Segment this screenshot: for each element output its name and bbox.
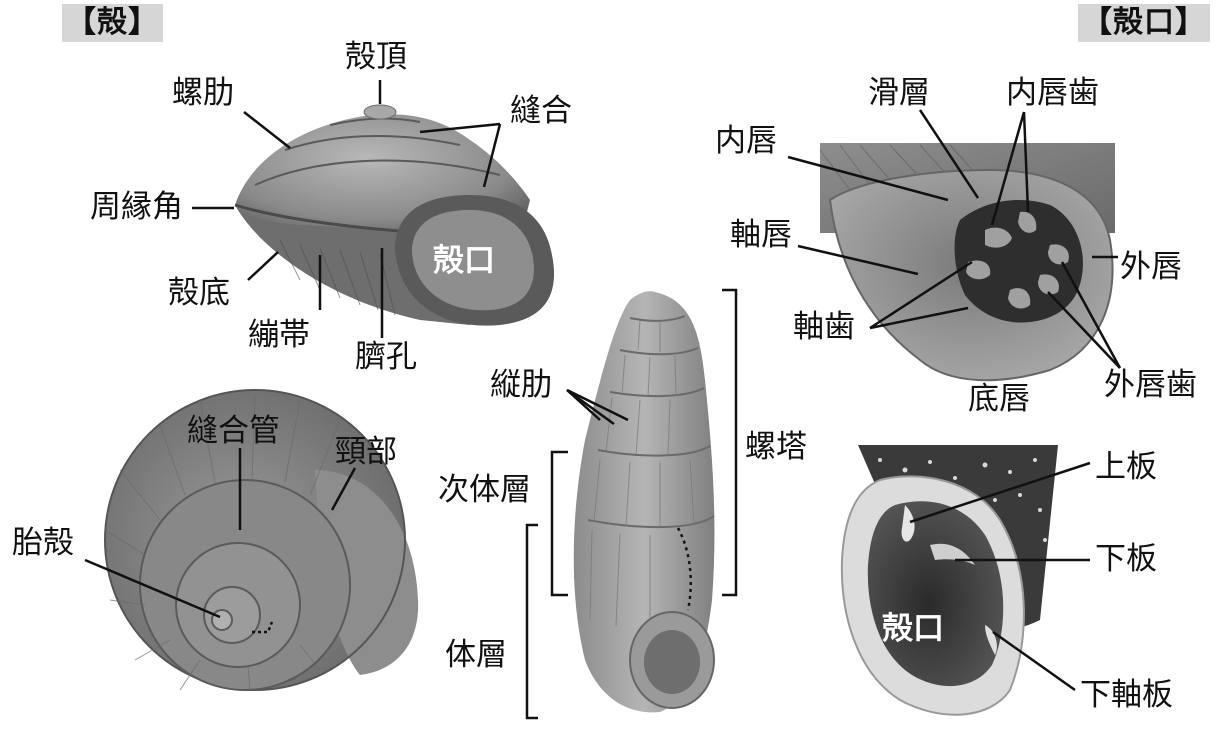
label-outer-lip: 外唇 bbox=[1120, 250, 1182, 284]
label-suture: 縫合 bbox=[510, 94, 572, 128]
label-axial-rib: 縦肋 bbox=[490, 368, 552, 402]
spire-shell-photo bbox=[574, 291, 715, 712]
label-lower-lamella: 下板 bbox=[1095, 542, 1157, 576]
label-outer-lip-tooth: 外唇歯 bbox=[1104, 368, 1197, 402]
label-periphery-angle: 周縁角 bbox=[90, 190, 183, 224]
clausiliid-aperture-photo bbox=[842, 445, 1058, 715]
label-suture-tube: 縫合管 bbox=[187, 414, 280, 448]
label-umbilicus: 臍孔 bbox=[355, 340, 417, 374]
label-inner-lip: 内唇 bbox=[715, 124, 777, 158]
shell-section-header: 【殻】 bbox=[62, 4, 163, 42]
label-protoconch: 胎殻 bbox=[12, 526, 74, 560]
label-upper-lamella: 上板 bbox=[1095, 450, 1157, 484]
shell-top-view-photo bbox=[235, 105, 554, 326]
label-shell-base: 殻底 bbox=[168, 276, 230, 310]
label-penultimate-whorl: 次体層 bbox=[438, 473, 531, 507]
label-subcolumellar-lamella: 下軸板 bbox=[1080, 678, 1173, 712]
label-spire: 螺塔 bbox=[745, 430, 807, 464]
label-callus: 滑層 bbox=[868, 76, 930, 110]
label-basal-lip: 底唇 bbox=[968, 382, 1030, 416]
label-aperture-clausiliid: 殻口 bbox=[882, 612, 944, 646]
label-columellar-tooth: 軸歯 bbox=[793, 310, 855, 344]
label-shell-apex: 殻頂 bbox=[345, 40, 407, 74]
label-columellar-lip: 軸唇 bbox=[730, 218, 792, 252]
label-neck: 頸部 bbox=[335, 435, 397, 469]
label-aperture-center: 殻口 bbox=[433, 244, 495, 278]
label-inner-lip-tooth: 内唇歯 bbox=[1006, 76, 1099, 110]
label-spiral-rib: 螺肋 bbox=[172, 76, 234, 110]
label-basal-cord: 繃帯 bbox=[248, 318, 310, 352]
aperture-section-header: 【殻口】 bbox=[1078, 4, 1210, 42]
label-body-whorl: 体層 bbox=[445, 638, 507, 672]
